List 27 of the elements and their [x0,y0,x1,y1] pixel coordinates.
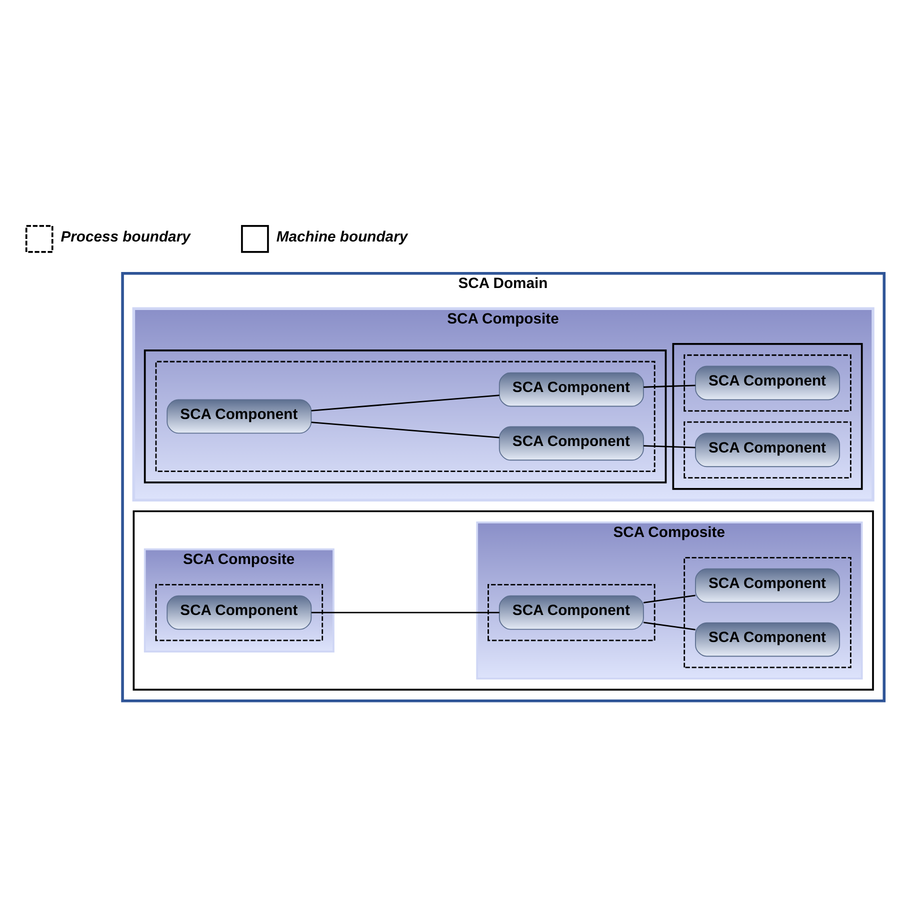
cluster [672,343,863,490]
connector [643,622,696,630]
connector [644,445,696,448]
cluster [132,510,874,691]
cluster [684,354,852,412]
cluster [488,584,656,642]
node-box: SCA Component [166,399,312,434]
connector [311,612,500,614]
node-box: SCA Component [695,568,840,603]
node-box: SCA Component [498,426,644,461]
node-box: SCA Component [166,595,312,630]
cluster [155,360,656,472]
cluster [155,584,324,642]
node-box: SCA Component [695,432,840,468]
connector [643,594,696,604]
node-box: SCA Component [695,366,840,400]
cluster [684,421,852,478]
legend-label: Process boundary [60,230,190,246]
connector [311,422,500,438]
node-box: SCA Component [498,595,644,630]
connector [644,384,696,388]
node-box: SCA Component [498,372,644,407]
legend-label: Machine boundary [276,230,408,246]
cluster [144,350,667,484]
connector [311,394,500,412]
node-box: SCA Component [695,622,840,657]
cluster [684,557,852,668]
